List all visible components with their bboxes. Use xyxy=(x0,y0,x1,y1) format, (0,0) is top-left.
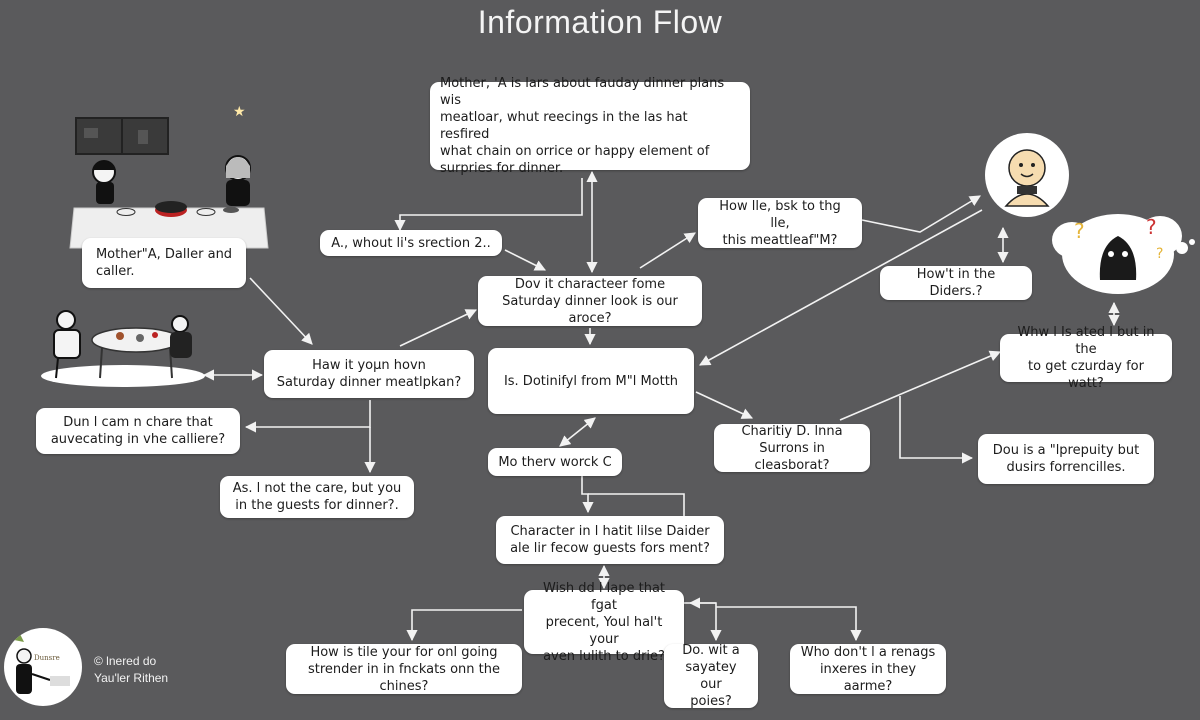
link-face-dotinifyl xyxy=(699,209,983,366)
node-charity: Charitiy D. lnna Surrons in cleasborat? xyxy=(714,423,870,473)
node-dotinifyl: Is. Dotinifyl from M"l Motth xyxy=(488,348,694,414)
node-share: Dun l cam n chare that auvecating in vhe… xyxy=(36,408,240,454)
link-reaction-character xyxy=(504,249,547,271)
svg-text:?: ? xyxy=(1074,219,1085,243)
character-face-illustration xyxy=(985,133,1069,217)
node-fat: Wish dd l lape that fgat precent, Youl h… xyxy=(524,581,684,664)
node-wila: Do. wit a sayatey our poies? xyxy=(664,643,758,709)
link-mother-meatplan xyxy=(249,277,313,345)
link-mowork-daider-b xyxy=(588,493,685,516)
link-back-character xyxy=(639,232,696,269)
node-mother-caller-text: Mother"A, Daller and caller. xyxy=(95,247,233,279)
node-share-text: Dun l cam n chare that auvecating in vhe… xyxy=(50,415,226,447)
node-mo-work: Mo therv worck C xyxy=(488,448,622,476)
node-how-diders-text: How't in the Diders.? xyxy=(916,267,996,299)
link-back-face xyxy=(861,195,981,233)
node-character-daider-text: Character in l hatit lilse Daider ale li… xyxy=(510,524,710,556)
node-charity-text: Charitiy D. lnna Surrons in cleasborat? xyxy=(741,423,843,473)
brand-logo-text: Dunsre xyxy=(34,654,60,662)
node-reaction-text: A., whout li's srection 2.. xyxy=(331,235,491,251)
link-fat-renags xyxy=(716,606,862,642)
node-prepuity-text: Dou is a "lprepuity but dusirs forrencil… xyxy=(992,443,1140,475)
node-renags: Who don't l a renags inxeres in they aar… xyxy=(790,644,946,694)
link-dotinifyl-charity xyxy=(695,391,754,419)
node-prepuity: Dou is a "lprepuity but dusirs forrencil… xyxy=(978,434,1154,484)
star-icon: ★ xyxy=(233,104,246,120)
node-mother-caller: Mother"A, Daller and caller. xyxy=(82,238,246,288)
link-meatplan-share xyxy=(244,400,371,433)
node-guests-text: As. l not the care, but you in the guest… xyxy=(232,481,402,513)
node-saturday-meatplan-text: Haw it yoµn hovn Saturday dinner meatlpk… xyxy=(276,358,462,390)
node-stated-text: Whw l Is ated l but in the to get czurda… xyxy=(1017,325,1155,391)
node-stated: Whw l Is ated l but in the to get czurda… xyxy=(1000,325,1172,391)
node-renags-text: Who don't l a renags inxeres in they aar… xyxy=(800,644,936,694)
node-stronder: How is tile your for onl going strender … xyxy=(286,644,522,694)
brand-logo: Dunsre xyxy=(4,628,82,706)
node-back-meatleaf: How lle, bsk to thg lle, this meattleaf"… xyxy=(698,198,862,248)
brand-caption: © lnered do Yau'ler Rithen xyxy=(94,654,169,685)
node-saturday-meatplan: Haw it yoµn hovn Saturday dinner meatlpk… xyxy=(264,350,474,398)
node-character-daider: Character in l hatit lilse Daider ale li… xyxy=(496,516,724,564)
node-top: Mother, 'A is lars about fauday dinner p… xyxy=(430,76,750,176)
node-character-saturday-text: Dov it characteer fome Saturday dinner l… xyxy=(502,276,678,326)
link-top-to-reaction xyxy=(394,178,583,232)
svg-text:?: ? xyxy=(1156,246,1163,262)
diagram-title: Information Flow xyxy=(477,4,723,40)
node-wila-text: Do. wit a sayatey our poies? xyxy=(682,643,740,709)
node-dotinifyl-text: Is. Dotinifyl from M"l Motth xyxy=(503,373,679,389)
node-mo-work-text: Mo therv worck C xyxy=(498,454,612,470)
link-meatplan-character xyxy=(399,309,478,347)
thought-bubble-illustration: ? ? ? xyxy=(1052,214,1195,294)
node-how-diders: How't in the Diders.? xyxy=(880,266,1032,300)
dinner-table-illustration xyxy=(69,117,269,249)
family-dinner-illustration xyxy=(41,310,205,387)
link-stated-prepuity xyxy=(899,396,974,464)
node-stronder-text: How is tile your for onl going strender … xyxy=(308,644,500,694)
node-back-meatleaf-text: How lle, bsk to thg lle, this meattleaf"… xyxy=(719,198,841,248)
link-charity-stated xyxy=(839,350,1002,421)
chef-icon xyxy=(14,634,70,694)
link-fat-wila xyxy=(682,602,722,642)
link-fat-stronder xyxy=(406,609,522,642)
node-guests: As. l not the care, but you in the guest… xyxy=(220,476,414,518)
svg-text:?: ? xyxy=(1146,215,1157,239)
node-character-saturday: Dov it characteer fome Saturday dinner l… xyxy=(478,276,702,326)
node-top-text: Mother, 'A is lars about fauday dinner p… xyxy=(440,76,725,176)
node-fat-text: Wish dd l lape that fgat precent, Youl h… xyxy=(542,580,666,664)
link-mowork-daider xyxy=(581,476,594,514)
node-reaction: A., whout li's srection 2.. xyxy=(320,230,502,256)
link-dotinifyl-mowork xyxy=(559,417,596,447)
